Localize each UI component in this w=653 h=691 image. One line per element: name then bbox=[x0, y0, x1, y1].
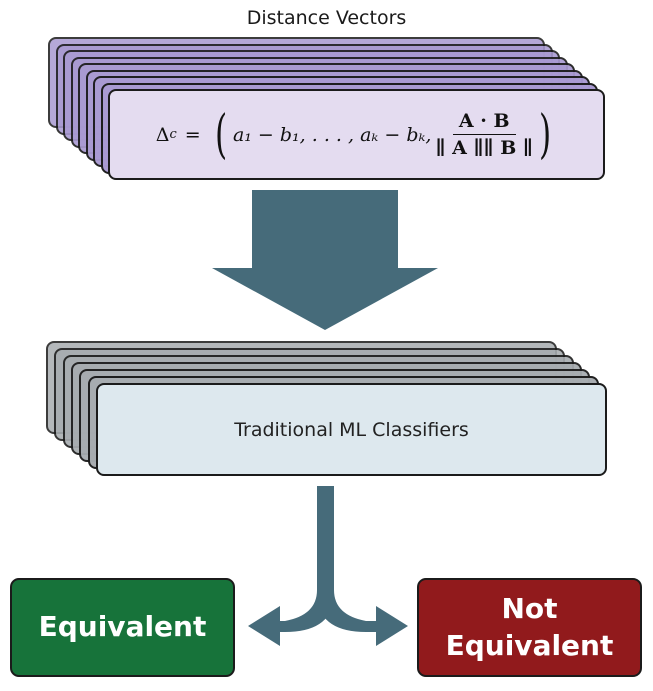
equivalent-box: Equivalent bbox=[10, 578, 235, 677]
not-equivalent-line2: Equivalent bbox=[445, 628, 614, 662]
distance-vector-card-9 bbox=[108, 89, 605, 180]
split-arrow-stem bbox=[317, 486, 334, 594]
formula-equals: = bbox=[184, 123, 201, 146]
not-equivalent-line1: Not bbox=[501, 592, 558, 626]
split-arrow-right-head bbox=[376, 606, 408, 646]
formula-delta-subscript: c bbox=[169, 127, 177, 142]
formula-terms: a₁ − b₁, . . . , aₖ − bₖ, bbox=[232, 123, 432, 146]
split-arrow-right-branch bbox=[317, 590, 381, 632]
classifier-card-7 bbox=[95, 383, 607, 476]
down-arrow bbox=[212, 190, 438, 330]
fraction-numerator: A · B bbox=[452, 110, 516, 135]
formula-right-paren: ) bbox=[539, 104, 552, 165]
cosine-fraction: A · B ∥ A ∥∥ B ∥ bbox=[435, 110, 533, 159]
split-arrow-left-head bbox=[248, 606, 280, 646]
equivalent-label: Equivalent bbox=[38, 610, 207, 644]
split-arrow bbox=[248, 486, 408, 646]
fraction-denominator: ∥ A ∥∥ B ∥ bbox=[435, 137, 533, 159]
classifier-label: Traditional ML Classifiers bbox=[234, 418, 469, 441]
not-equivalent-box: Not Equivalent bbox=[417, 578, 642, 677]
formula-left-paren: ( bbox=[214, 104, 227, 165]
diagram-title: Distance Vectors bbox=[246, 7, 407, 29]
formula-delta: Δ bbox=[155, 123, 170, 146]
